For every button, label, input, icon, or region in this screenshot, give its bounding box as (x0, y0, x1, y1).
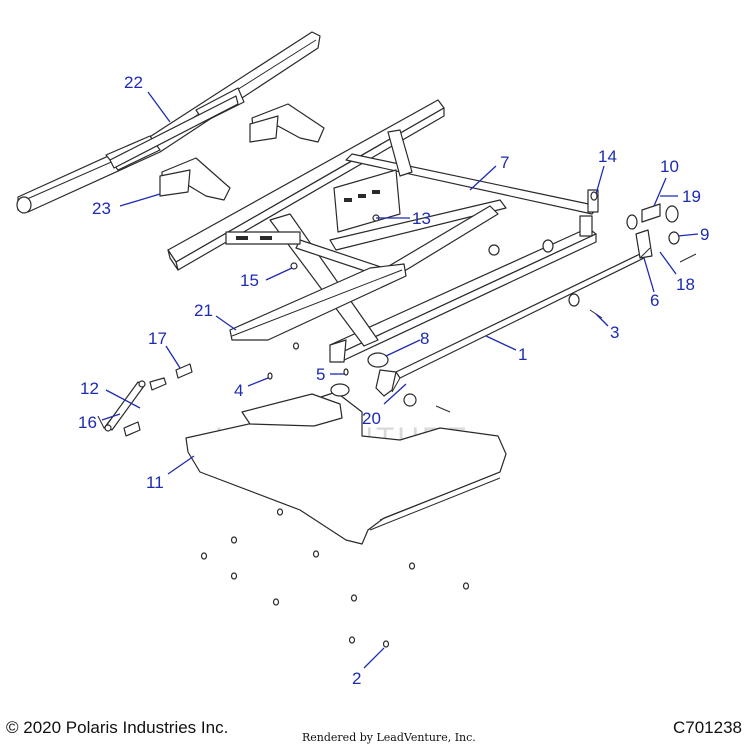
callout-12: 12 (80, 379, 99, 398)
bushing-part (330, 203, 680, 407)
leader-12 (105, 389, 141, 409)
stabilizer-bar-part (375, 229, 653, 397)
callout-9: 9 (700, 225, 709, 244)
callout-6: 6 (650, 291, 659, 310)
leader-4 (247, 377, 269, 387)
fastener-part (200, 191, 697, 648)
callout-16: 16 (78, 413, 97, 432)
leader-8 (385, 339, 421, 357)
callout-11: 11 (146, 473, 164, 492)
diagram-id-text: C701238 (672, 718, 742, 737)
callout-23: 23 (92, 199, 111, 218)
strut-part (104, 380, 146, 432)
callout-22: 22 (124, 73, 143, 92)
callout-19: 19 (682, 187, 701, 206)
bumper-bracket-right-part (249, 103, 325, 143)
callout-18: 18 (676, 275, 695, 294)
callout-8: 8 (420, 329, 429, 348)
leader-2 (363, 647, 385, 669)
frame-part (167, 99, 599, 363)
main-skid-plate-part (185, 391, 507, 545)
callout-4: 4 (234, 381, 243, 400)
callout-10: 10 (660, 157, 679, 176)
leader-18 (659, 251, 677, 275)
front-skid-plate-part (229, 263, 407, 341)
leader-14 (595, 165, 605, 195)
callout-17: 17 (148, 329, 167, 348)
leader-21 (215, 315, 237, 331)
leader-9 (677, 233, 699, 237)
leader-22 (147, 91, 171, 123)
callout-1: 1 (518, 345, 527, 364)
leader-11 (167, 455, 195, 475)
leader-10 (653, 177, 667, 207)
callout-labels: 22 23 7 14 10 19 9 18 6 13 15 21 3 1 8 5… (78, 73, 709, 688)
leader-23 (119, 193, 161, 207)
callout-7: 7 (500, 153, 509, 172)
callout-13: 13 (412, 209, 431, 228)
callout-5: 5 (316, 365, 325, 384)
callout-3: 3 (610, 323, 619, 342)
leader-lines (101, 91, 699, 669)
leader-1 (485, 335, 517, 351)
leader-16 (101, 413, 121, 421)
callout-2: 2 (352, 669, 361, 688)
callout-14: 14 (598, 147, 617, 166)
leader-6 (643, 257, 655, 293)
pin-part (123, 363, 193, 437)
leader-3 (595, 313, 609, 327)
leader-15 (265, 267, 293, 281)
leader-20 (383, 383, 407, 405)
callout-15: 15 (240, 271, 259, 290)
leader-17 (165, 345, 181, 369)
bumper-bar-part (16, 31, 321, 214)
callout-20: 20 (362, 409, 381, 428)
clip-part (97, 415, 111, 429)
rendered-by-text: Rendered by LeadVenture, Inc. (302, 731, 476, 744)
callout-21: 21 (194, 301, 213, 320)
leader-7 (469, 165, 497, 191)
bumper-bracket-left-part (159, 157, 231, 201)
copyright-text: © 2020 Polaris Industries Inc. (6, 718, 229, 737)
